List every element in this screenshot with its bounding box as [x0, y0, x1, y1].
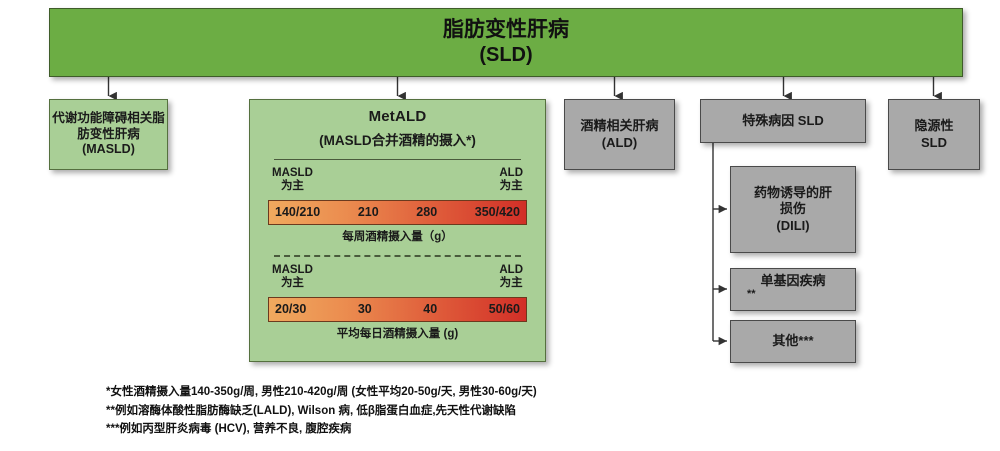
scale-daily-right-label-line2: 为主: [499, 277, 523, 290]
scale-weekly-endpoint-labels: MASLD 为主 ALD 为主: [268, 160, 527, 195]
cryptogenic-sld-label-line1: 隐源性: [914, 118, 954, 134]
metald-heading-main: MetALD: [368, 108, 427, 125]
sub-category-box-monogenic-disease[interactable]: 单基因疾病 **: [730, 268, 856, 311]
sub-category-box-other[interactable]: 其他***: [730, 320, 856, 363]
scale-daily-caption: 平均每日酒精摄入量 (g): [336, 328, 459, 341]
scale-daily-right-label: ALD 为主: [499, 264, 523, 292]
category-box-specific-aetiology-sld[interactable]: 特殊病因 SLD: [700, 99, 866, 143]
footnote-2: **例如溶酶体酸性脂肪酶缺乏(LALD), Wilson 病, 低β脂蛋白血症,…: [106, 404, 517, 417]
scale-weekly-caption: 每周酒精摄入量（g）: [342, 231, 453, 244]
cryptogenic-sld-label-line2: SLD: [921, 134, 947, 150]
scale-weekly-gradient-bar: 140/210 210 280 350/420: [268, 200, 527, 226]
ald-label-line2: (ALD): [601, 134, 638, 150]
scale-weekly-right-label-line1: ALD: [499, 166, 523, 179]
scale-daily-left-label: MASLD 为主: [272, 264, 313, 292]
metald-divider-solid: [274, 158, 521, 160]
metald-heading-sub: (MASLD合并酒精的摄入*): [319, 132, 476, 148]
metald-scale-weekly: MASLD 为主 ALD 为主 140/210 210 280 350/420 …: [250, 160, 545, 245]
scale-daily-left-label-line2: 为主: [280, 277, 304, 290]
scale-weekly-left-label-line2: 为主: [280, 180, 304, 193]
category-box-masld[interactable]: 代谢功能障碍相关脂 肪变性肝病 (MASLD): [49, 99, 168, 170]
category-box-metald[interactable]: MetALD (MASLD合并酒精的摄入*) MASLD 为主 ALD 为主 1…: [249, 99, 546, 362]
scale-weekly-left-label-line1: MASLD: [272, 166, 313, 179]
sub-category-box-dili[interactable]: 药物诱导的肝 损伤 (DILI): [730, 166, 856, 253]
metald-divider-dashed: [274, 254, 521, 257]
monogenic-disease-footnote-marker: **: [747, 288, 756, 301]
scale-daily-value-1: 20/30: [275, 301, 307, 316]
scale-daily-value-2: 30: [357, 301, 372, 316]
scale-daily-value-3: 40: [423, 301, 438, 316]
scale-weekly-value-3: 280: [416, 204, 438, 219]
diagram-title-line1: 脂肪变性肝病: [443, 17, 569, 41]
masld-label-line3: (MASLD): [82, 142, 135, 157]
scale-daily-left-label-line1: MASLD: [272, 263, 313, 276]
dili-label-line3: (DILI): [776, 217, 810, 233]
dili-label-line1: 药物诱导的肝: [753, 185, 832, 201]
ald-label-line1: 酒精相关肝病: [580, 118, 659, 134]
footnote-3: ***例如丙型肝炎病毒 (HCV), 营养不良, 腹腔疾病: [106, 423, 352, 436]
specific-aetiology-sld-label: 特殊病因 SLD: [742, 112, 824, 128]
scale-daily-value-4: 50/60: [488, 301, 520, 316]
category-box-cryptogenic-sld[interactable]: 隐源性 SLD: [888, 99, 980, 170]
metald-heading: MetALD (MASLD合并酒精的摄入*): [250, 108, 545, 150]
scale-weekly-right-label-line2: 为主: [499, 180, 523, 193]
masld-label-line2: 肪变性肝病: [77, 126, 140, 141]
scale-daily-endpoint-labels: MASLD 为主 ALD 为主: [268, 257, 527, 292]
other-label: 其他***: [772, 333, 814, 349]
masld-label-line1: 代谢功能障碍相关脂: [52, 111, 165, 126]
metald-scale-daily: MASLD 为主 ALD 为主 20/30 30 40 50/60 平均每日酒精…: [250, 257, 545, 342]
scale-weekly-value-4: 350/420: [474, 204, 520, 219]
scale-daily-right-label-line1: ALD: [499, 263, 523, 276]
diagram-title-line2: (SLD): [479, 44, 533, 67]
scale-weekly-value-2: 210: [357, 204, 379, 219]
scale-weekly-left-label: MASLD 为主: [272, 167, 313, 195]
monogenic-disease-label: 单基因疾病: [760, 273, 826, 288]
scale-weekly-value-1: 140/210: [275, 204, 321, 219]
footnote-1: *女性酒精摄入量140-350g/周, 男性210-420g/周 (女性平均20…: [106, 386, 537, 398]
dili-label-line2: 损伤: [779, 201, 806, 217]
scale-weekly-right-label: ALD 为主: [499, 167, 523, 195]
category-box-ald[interactable]: 酒精相关肝病 (ALD): [564, 99, 675, 170]
footnotes: *女性酒精摄入量140-350g/周, 男性210-420g/周 (女性平均20…: [106, 383, 886, 439]
scale-daily-gradient-bar: 20/30 30 40 50/60: [268, 297, 527, 323]
diagram-title-banner: 脂肪变性肝病 (SLD): [49, 8, 963, 77]
